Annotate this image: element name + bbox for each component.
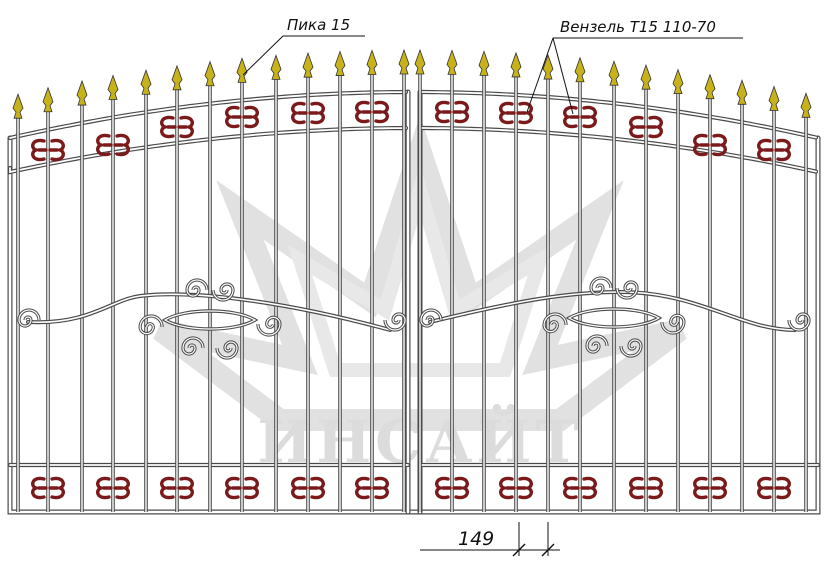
monogram-scroll-icon [31, 476, 65, 500]
spear-finial-icon [236, 57, 248, 83]
right-second-rail [417, 125, 819, 174]
spear-finial-icon [171, 64, 183, 91]
spear-finial-icon [478, 50, 490, 76]
spear-finial-icon [12, 93, 24, 119]
decorative-scroll-icon-inner [257, 316, 281, 336]
decorative-scroll-icon-inner [216, 341, 238, 359]
monogram-scroll-icon [499, 101, 533, 125]
left-second-rail [7, 125, 409, 175]
decorative-scroll-icon-inner [186, 279, 208, 297]
gate-frame [7, 48, 821, 515]
monogram-scroll-icon [693, 133, 727, 157]
spear-finial-icon [270, 54, 282, 80]
spear-finial-icon [446, 49, 458, 75]
decorative-scroll-icon-inner [182, 337, 204, 355]
left-wave-scroll-inner [27, 293, 391, 331]
monogram-scroll-icon [435, 476, 469, 500]
decorative-scroll-icon-inner [590, 277, 612, 295]
monogram-scroll-icon [693, 476, 727, 500]
spear-finial-icon [204, 60, 216, 87]
monogram-scroll-icon [96, 133, 130, 157]
spear-finial-icon [608, 60, 620, 86]
monogram-scroll-icon [160, 115, 194, 139]
monogram-scroll-icon [96, 476, 130, 500]
spear-finial-icon [672, 68, 684, 95]
spear-finial-icon [414, 48, 426, 75]
decorative-scroll-icon-inner [788, 313, 810, 331]
monogram-scroll-icon [757, 476, 791, 500]
center-ornament-ring-inner [163, 310, 257, 330]
decorative-scroll-icon-inner [420, 309, 442, 327]
decorative-scroll-icon-inner [661, 314, 685, 334]
spear-finial-icon [510, 51, 522, 78]
monogram-scroll-icon [291, 476, 325, 500]
decorative-scroll-icon-inner [18, 309, 40, 327]
monogram-scroll-icon [355, 476, 389, 500]
monogram-callout-label: Вензель Т15 110-70 [560, 18, 716, 36]
spear-callout-label: Пика 15 [287, 16, 350, 34]
decorative-scroll-icon-inner [620, 339, 642, 357]
decorative-scroll-icon-inner [586, 335, 608, 353]
spear-finial-icon [398, 48, 410, 75]
spear-finial-icon [574, 56, 586, 83]
monogram-scroll-icon [31, 138, 65, 162]
spear-finial-icon [800, 92, 812, 118]
right-top-rail-inner [419, 91, 817, 139]
monogram-scroll-icon [563, 105, 597, 129]
monogram-scroll-icon [435, 100, 469, 124]
spear-finial-icon [768, 85, 780, 111]
dimension-149: 149 [420, 522, 560, 557]
monogram-scroll-icon [629, 476, 663, 500]
spear-finial-icon [302, 51, 314, 78]
spear-finial-icon [704, 73, 716, 100]
monogram-scroll-icon [225, 105, 259, 129]
spear-callout: Пика 15 [242, 16, 365, 76]
decorative-scroll-icon-inner [543, 313, 567, 333]
spear-finial-icon [334, 50, 346, 76]
decorative-scroll-icon-inner [384, 313, 406, 331]
decorative-scroll-icon-inner [616, 281, 638, 299]
spear-finial-icon [107, 74, 119, 100]
spear-finial-icon [42, 86, 54, 113]
right-wave-scroll-inner [429, 291, 796, 331]
spear-finial-icon [640, 63, 652, 90]
monogram-scroll-icon [291, 101, 325, 125]
monogram-scroll-icon [225, 476, 259, 500]
monogram-scroll-icon [563, 476, 597, 500]
right-second-rail-inner [419, 127, 817, 173]
monogram-scroll-icon [629, 115, 663, 139]
dimension-label: 149 [458, 528, 494, 550]
monogram-scroll-icon [757, 138, 791, 162]
spear-finial-icon [542, 53, 554, 80]
monogram-callout: Вензель Т15 110-70 [526, 18, 743, 115]
spear-finial-icon [76, 79, 88, 106]
spear-finial-icon [736, 79, 748, 105]
center-ornament-ring-inner [567, 308, 661, 328]
outer-frame-inner [8, 136, 820, 514]
decorative-scroll-icon-inner [212, 283, 234, 301]
decorative-scroll-icon-inner [139, 315, 163, 335]
monogram-scroll-icon [499, 476, 533, 500]
spear-finial-icon [366, 49, 378, 75]
monogram-scroll-icon [160, 476, 194, 500]
monogram-scroll-icon [355, 100, 389, 124]
spear-finial-icon [140, 69, 152, 95]
left-second-rail-inner [9, 127, 407, 174]
